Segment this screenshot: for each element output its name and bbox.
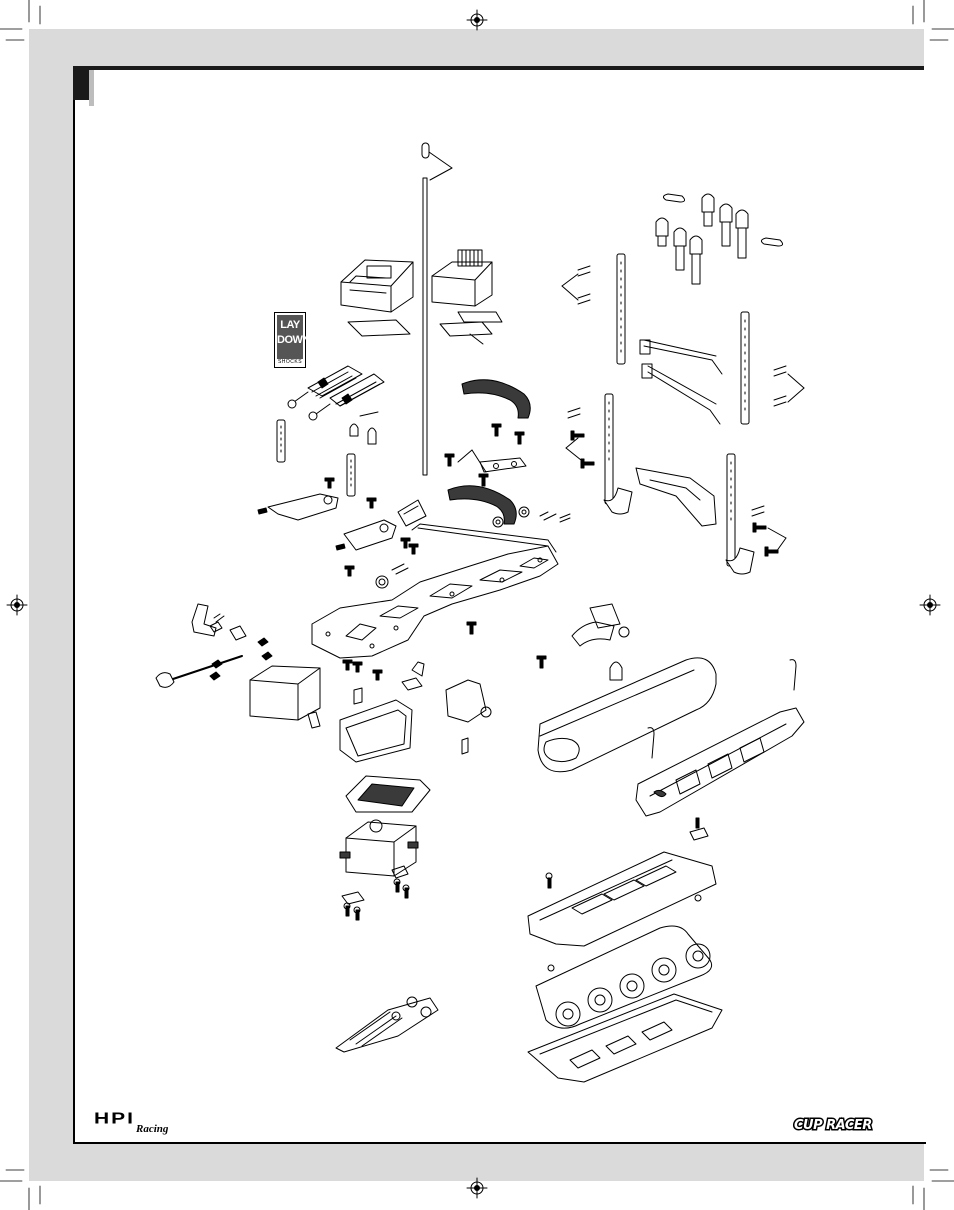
servo-mount-screws xyxy=(341,865,410,921)
section-tab xyxy=(73,66,89,100)
speed-controller xyxy=(431,249,493,307)
servo-mount-front xyxy=(339,661,492,763)
battery-cover xyxy=(527,851,717,972)
section-tab-shadow xyxy=(89,70,94,106)
screws-front xyxy=(324,423,547,669)
rear-wing-stays xyxy=(639,339,723,425)
registration-mark-right xyxy=(919,594,941,616)
body-clips xyxy=(559,193,805,523)
multi-tool xyxy=(335,996,439,1053)
battery-cells xyxy=(535,925,713,1029)
servo-tape-pads xyxy=(347,311,503,345)
battery-strap xyxy=(635,659,805,841)
content-panel xyxy=(73,66,926,1144)
hpi-racing-logo: HPI Racing xyxy=(92,1110,192,1138)
badge-text-down: DOWN xyxy=(277,334,310,346)
receiver xyxy=(340,259,414,313)
rear-screws xyxy=(570,430,779,557)
main-chassis-plate xyxy=(311,523,559,659)
battery-clamp xyxy=(571,603,630,681)
registration-mark-bottom xyxy=(466,1177,488,1199)
body-posts-top xyxy=(655,193,749,285)
steering-servo xyxy=(249,665,321,729)
badge-text-lay: LAY xyxy=(280,319,300,331)
badge-text-shocks: SHOCKS xyxy=(277,359,303,365)
shock-bushings xyxy=(349,411,379,445)
lay-down-shocks-badge: LAY DOWN SHOCKS xyxy=(274,312,310,368)
cup-racer-logo: CUP RACER xyxy=(793,1117,874,1135)
servo-case xyxy=(345,775,431,813)
battery-tray xyxy=(527,993,723,1083)
registration-mark-left xyxy=(6,594,28,616)
gear-cover xyxy=(447,379,557,528)
steering-arms xyxy=(257,493,427,551)
antenna-tube xyxy=(421,142,453,476)
servo-saver xyxy=(155,603,273,688)
throttle-servo xyxy=(339,819,419,877)
rear-brace xyxy=(635,467,717,527)
shock-absorbers xyxy=(287,365,385,421)
header-rule xyxy=(73,66,924,70)
servo-screws xyxy=(342,659,383,681)
body-posts xyxy=(604,253,750,567)
hpi-logo-text: HPI xyxy=(94,1110,136,1128)
battery-pack xyxy=(537,657,717,773)
registration-mark-top xyxy=(466,9,488,31)
body-mounts xyxy=(603,487,755,575)
shock-towers-small xyxy=(276,419,356,497)
racing-logo-text: Racing xyxy=(136,1123,169,1135)
